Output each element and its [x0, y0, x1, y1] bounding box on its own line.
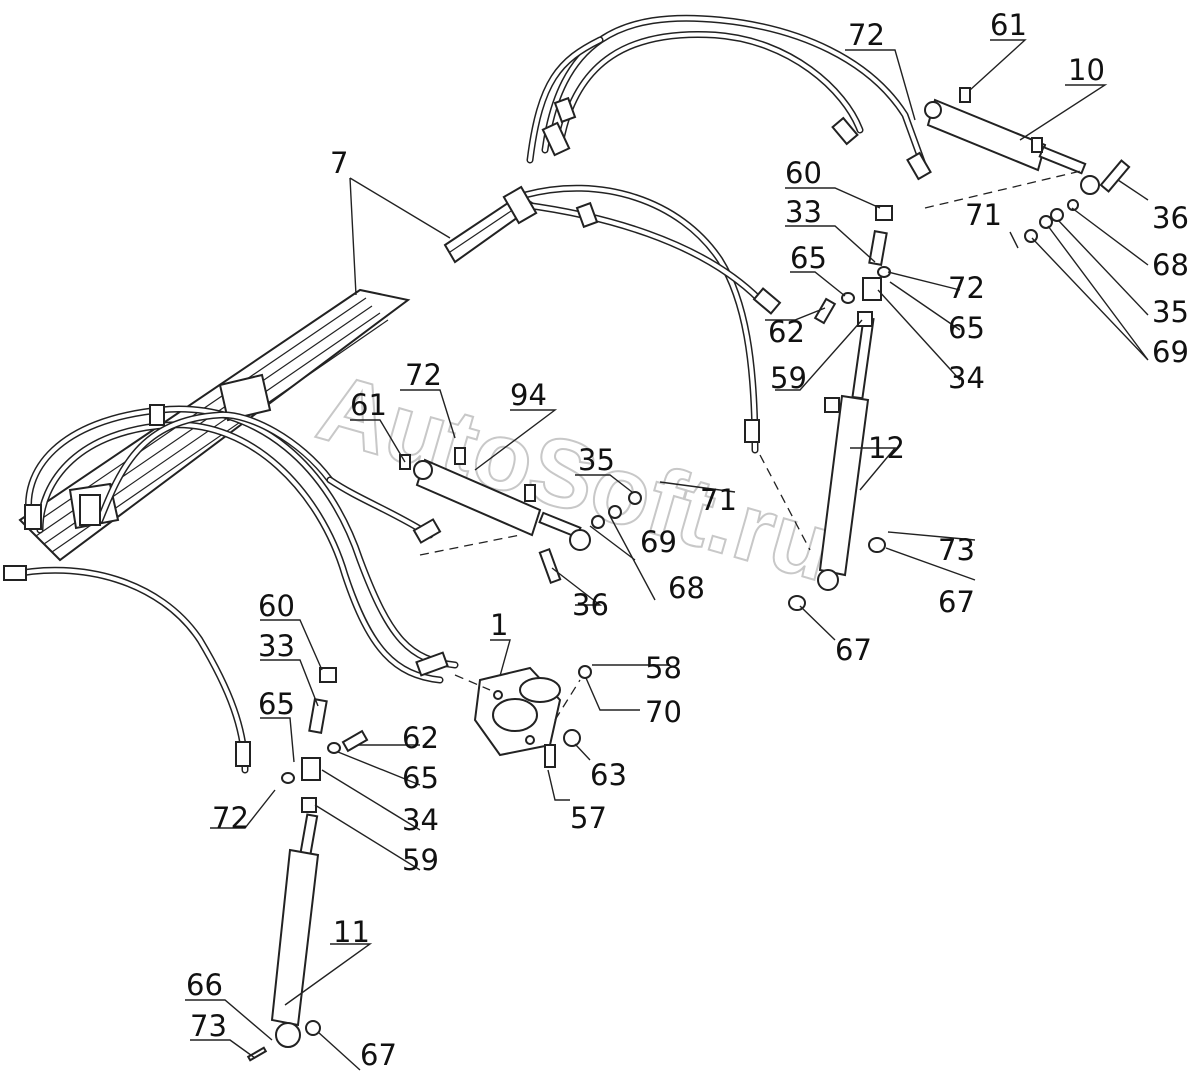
- callout-60-left: 60: [258, 589, 295, 623]
- leader-lines: [185, 39, 1149, 1071]
- callout-66: 66: [186, 968, 223, 1002]
- callout-67-right: 67: [938, 585, 975, 619]
- callout-58: 58: [645, 651, 682, 685]
- callout-73-right: 73: [938, 533, 975, 567]
- callout-67-middle: 67: [835, 633, 872, 667]
- callout-72-top: 72: [848, 18, 885, 52]
- callout-59-right: 59: [770, 361, 807, 395]
- callout-71-right: 71: [965, 198, 1002, 232]
- callout-65-left-b: 65: [402, 761, 439, 795]
- callout-35-right: 35: [1152, 295, 1189, 329]
- callout-36-middle: 36: [572, 588, 609, 622]
- callout-7: 7: [330, 146, 348, 180]
- assembly-lines: [419, 169, 1086, 721]
- watermark-text: AutoSoft.ru: [307, 353, 844, 601]
- callout-94: 94: [510, 378, 547, 412]
- callout-1: 1: [490, 608, 508, 642]
- callout-63: 63: [590, 758, 627, 792]
- callout-71-middle: 71: [700, 483, 737, 517]
- callout-61-top: 61: [990, 8, 1027, 42]
- callout-65-right-a: 65: [790, 241, 827, 275]
- callout-70: 70: [645, 695, 682, 729]
- callout-65-left-a: 65: [258, 687, 295, 721]
- callout-numbers: 7 72 61 10 36 68 35 69 71 60 33 65 72 65…: [186, 8, 1189, 1072]
- callout-34-right: 34: [948, 361, 985, 395]
- callout-69-middle: 69: [640, 525, 677, 559]
- callout-61-middle: 61: [350, 388, 387, 422]
- hydraulic-cylinder-11: [270, 813, 320, 1048]
- callout-36-right: 36: [1152, 201, 1189, 235]
- callout-33-right: 33: [785, 195, 822, 229]
- callout-68-right: 68: [1152, 248, 1189, 282]
- callout-67-left: 67: [360, 1038, 397, 1072]
- callout-68-middle: 68: [668, 571, 705, 605]
- callout-35-middle: 35: [578, 443, 615, 477]
- callout-73-left: 73: [190, 1009, 227, 1043]
- hose-fittings: [3, 96, 932, 767]
- callout-65-right-b: 65: [948, 311, 985, 345]
- hydraulic-cylinder-12: [817, 316, 875, 591]
- callout-12: 12: [868, 431, 905, 465]
- hydraulic-cylinder-10: [924, 87, 1100, 195]
- steering-unit-1: [473, 666, 562, 757]
- callout-69-right: 69: [1152, 335, 1189, 369]
- callout-57: 57: [570, 801, 607, 835]
- callout-62-right: 62: [768, 315, 805, 349]
- callout-72-left: 72: [212, 801, 249, 835]
- callout-34-left: 34: [402, 803, 439, 837]
- hydraulic-cylinder-94: [399, 447, 591, 551]
- callout-72-middle: 72: [405, 358, 442, 392]
- callout-11: 11: [333, 915, 370, 949]
- callout-59-left: 59: [402, 843, 439, 877]
- callout-10: 10: [1068, 53, 1105, 87]
- callout-72-right: 72: [948, 271, 985, 305]
- callout-60-right: 60: [785, 156, 822, 190]
- callout-33-left: 33: [258, 629, 295, 663]
- callout-62-left: 62: [402, 721, 439, 755]
- small-parts: [246, 159, 1131, 1062]
